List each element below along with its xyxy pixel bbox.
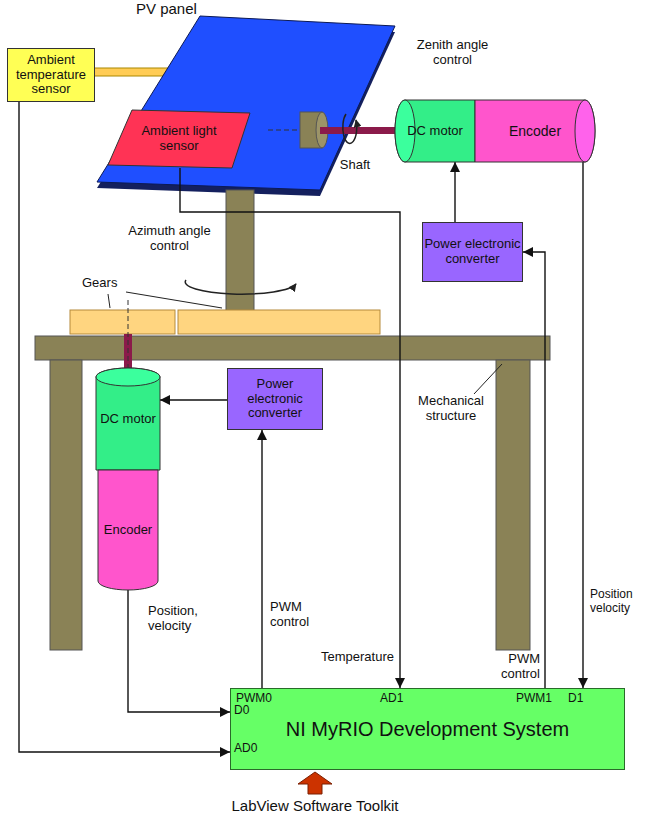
rotation-arrow — [185, 280, 296, 294]
part-name: Azimuth angle control — [122, 224, 217, 254]
node-text-group: Power electronic converter — [228, 377, 322, 422]
encoder-cylinder-outline — [475, 100, 595, 162]
table-top — [35, 336, 550, 360]
node-label: Ambient temperature sensor — [8, 53, 94, 98]
motor-cylinder-outline — [395, 100, 475, 162]
motor-cylinder: DC motor — [395, 100, 475, 162]
leader-line — [126, 292, 222, 308]
node-label: Ambient light sensor — [133, 124, 225, 154]
input-arrow — [298, 772, 332, 794]
node-text-group: Encoder — [104, 523, 152, 538]
signal-label: Temperature — [316, 650, 394, 665]
table-leg — [50, 360, 82, 650]
part-name: Mechanical structure — [410, 394, 492, 424]
node-text-group: NI MyRIO Development System — [286, 718, 569, 741]
signal-wire — [19, 102, 230, 752]
node-label: NI MyRIO Development System — [286, 718, 569, 741]
part-name: Shaft — [330, 158, 380, 173]
node-text-group: Ambient temperature sensor — [8, 53, 94, 98]
node-label: Power electronic converter — [228, 377, 322, 422]
signal-wire — [160, 399, 227, 400]
node-label: DC motor — [407, 124, 463, 139]
node-text-group: DC motor — [407, 124, 463, 139]
signal-label: PWM control — [270, 600, 320, 630]
pin-name: D0 — [234, 704, 264, 718]
sensor-plate: Ambient light sensor — [108, 110, 250, 168]
signal-wire — [180, 168, 400, 688]
part-name: Gears — [82, 276, 132, 291]
node-label: Encoder — [104, 523, 152, 538]
node-text-group: DC motor — [100, 412, 156, 427]
shaft — [320, 127, 397, 134]
sensor-plate-outline — [108, 110, 250, 168]
node-text-group: Ambient light sensor — [133, 124, 225, 154]
signal-wire — [523, 252, 545, 688]
part-name: PV panel — [136, 0, 216, 17]
encoder-cylinder: Encoder — [475, 100, 595, 162]
encoder-cylinder-outline — [98, 470, 158, 590]
signal-label: Position, velocity — [148, 604, 222, 634]
signal-label: PWM control — [476, 652, 540, 682]
node-text-group: Power electronic converter — [423, 237, 522, 267]
gear — [178, 310, 380, 334]
converter-box: Power electronic converter — [422, 222, 523, 282]
signal-label: Position velocity — [590, 588, 650, 616]
leader-line — [474, 364, 502, 394]
leader-line — [108, 294, 110, 308]
sensor-box: Ambient temperature sensor — [7, 48, 95, 102]
pin-name: AD1 — [380, 692, 414, 706]
encoder-cylinder-end — [575, 100, 595, 162]
pin-name: D1 — [568, 692, 588, 706]
signal-wire — [128, 590, 230, 712]
rotation-arrow — [343, 114, 357, 143]
part-name: Zenith angle control — [405, 38, 500, 68]
node-label: Power electronic converter — [423, 237, 522, 267]
table-leg — [496, 360, 530, 650]
pin-name: AD0 — [234, 742, 268, 756]
sensor-bracket — [92, 68, 168, 76]
shaft-axis — [128, 300, 129, 372]
signal-wire — [261, 430, 262, 688]
converter-box: Power electronic converter — [227, 368, 323, 430]
controller-box: NI MyRIO Development System — [230, 688, 625, 770]
pin-name: PWM1 — [516, 692, 560, 706]
signal-wire — [454, 162, 455, 222]
motor-cylinder-end — [96, 368, 160, 386]
motor-cylinder-outline — [96, 368, 160, 470]
signal-wire — [582, 162, 583, 688]
pv-panel — [97, 16, 395, 190]
node-text-group: Encoder — [509, 123, 561, 139]
gear — [70, 310, 175, 334]
node-label: Encoder — [509, 123, 561, 139]
software-label: LabView Software Toolkit — [190, 797, 440, 814]
node-label: DC motor — [100, 412, 156, 427]
motor-cylinder: DC motor — [96, 368, 160, 470]
encoder-cylinder: Encoder — [98, 470, 158, 590]
